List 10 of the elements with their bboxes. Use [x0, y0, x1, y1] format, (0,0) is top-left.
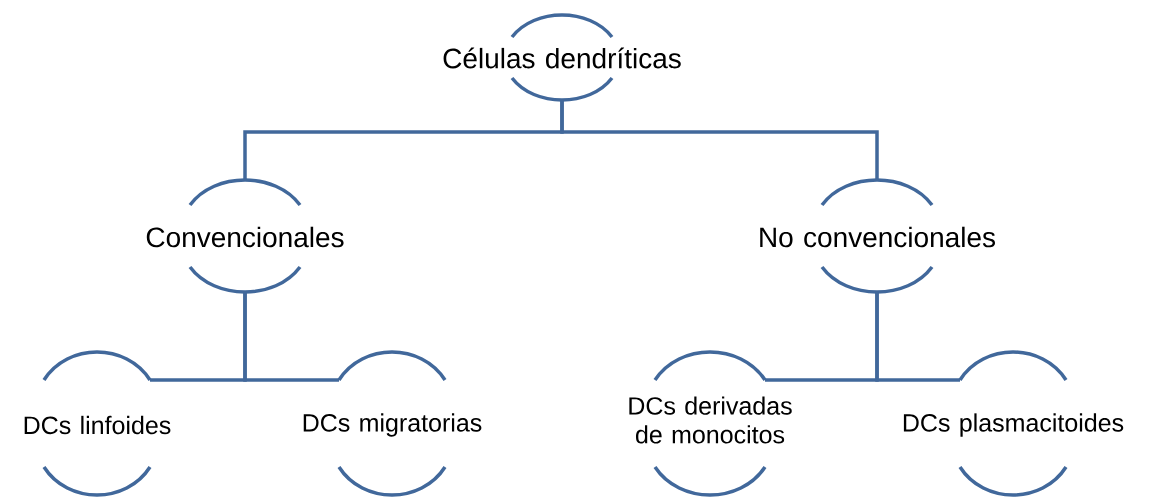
arc-box: DCs plasmacitoides — [903, 350, 1124, 497]
arc-box: DCs migratorias — [303, 350, 482, 497]
arc-box: DCs derivadas de monocitos — [629, 350, 792, 497]
arc-box: No convencionales — [760, 178, 995, 294]
arc-box: Células dendríticas — [443, 13, 681, 102]
connector-line — [875, 292, 960, 382]
connector-line — [243, 292, 339, 382]
connector-line — [560, 100, 879, 180]
arc-box: DCs linfoides — [24, 350, 171, 497]
arc-box: Convencionales — [146, 178, 344, 294]
